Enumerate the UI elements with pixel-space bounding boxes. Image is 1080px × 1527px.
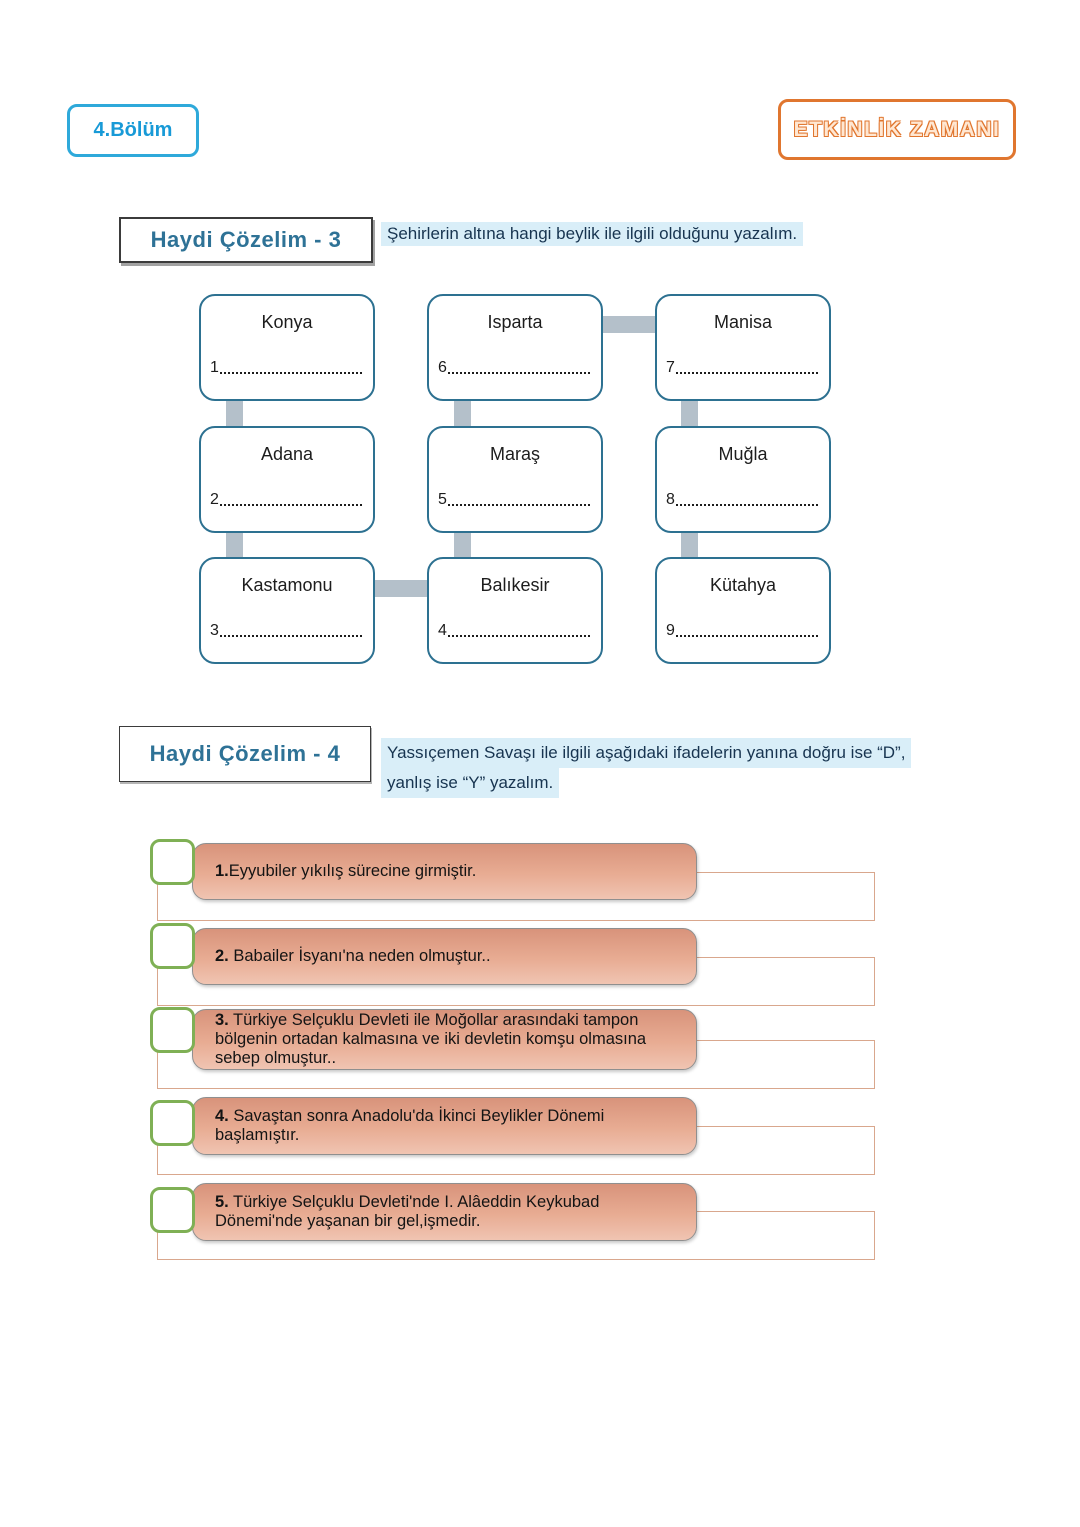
city-label: Muğla: [718, 444, 768, 464]
answer-blank-9[interactable]: 9: [666, 622, 818, 640]
statement-checkbox-3[interactable]: [150, 1007, 195, 1053]
activity3-instruction: Şehirlerin altına hangi beylik ile ilgil…: [381, 222, 804, 246]
city-label: Balıkesir: [480, 575, 550, 595]
statement-box-5: 5. Türkiye Selçuklu Devleti'nde I. Alâed…: [192, 1183, 697, 1241]
city-box-isparta: Isparta 6: [427, 294, 603, 401]
city-box-maras: Maraş 5: [427, 426, 603, 533]
connector-vertical: [454, 392, 471, 432]
dotted-line: [447, 372, 590, 374]
dotted-line: [219, 504, 362, 506]
dotted-line: [219, 372, 362, 374]
connector-vertical: [681, 392, 698, 432]
city-box-kutahya: Kütahya 9: [655, 557, 831, 664]
dotted-line: [447, 635, 590, 637]
statement-text: Eyyubiler yıkılış sürecine girmiştir.: [228, 862, 477, 880]
dotted-line: [675, 504, 818, 506]
city-box-balikesir: Balıkesir 4: [427, 557, 603, 664]
statement-text: Babailer İsyanı'na neden olmuştur..: [228, 947, 491, 965]
answer-blank-4[interactable]: 4: [438, 622, 590, 640]
activity4-instruction: Yassıçemen Savaşı ile ilgili aşağıdaki i…: [381, 738, 926, 798]
activity3-title-box: Haydi Çözelim - 3: [119, 217, 373, 263]
statement-text: Türkiye Selçuklu Devleti ile Moğollar ar…: [215, 1011, 647, 1067]
city-label: Maraş: [489, 444, 540, 464]
answer-blank-8[interactable]: 8: [666, 491, 818, 509]
city-box-manisa: Manisa 7: [655, 294, 831, 401]
dotted-line: [219, 635, 362, 637]
answer-blank-1[interactable]: 1: [210, 359, 362, 377]
statement-box-3: 3. Türkiye Selçuklu Devleti ile Moğollar…: [192, 1009, 697, 1070]
city-box-konya: Konya 1: [199, 294, 375, 401]
answer-blank-2[interactable]: 2: [210, 491, 362, 509]
city-label: Adana: [260, 444, 314, 464]
city-label: Manisa: [713, 312, 773, 332]
city-label: Konya: [261, 312, 313, 332]
activity-time-badge: ETKİNLİK ZAMANI: [778, 99, 1016, 160]
statement-checkbox-4[interactable]: [150, 1100, 195, 1146]
statement-box-2: 2. Babailer İsyanı'na neden olmuştur..: [192, 928, 697, 985]
answer-blank-7[interactable]: 7: [666, 359, 818, 377]
connector-horizontal: [367, 580, 431, 597]
dotted-line: [447, 504, 590, 506]
section-badge: 4.Bölüm: [67, 104, 199, 157]
dotted-line: [675, 372, 818, 374]
city-label: Isparta: [487, 312, 543, 332]
answer-blank-5[interactable]: 5: [438, 491, 590, 509]
city-label: Kastamonu: [241, 575, 333, 595]
connector-horizontal: [595, 316, 659, 333]
city-label: Kütahya: [709, 575, 777, 595]
city-box-mugla: Muğla 8: [655, 426, 831, 533]
statement-box-4: 4. Savaştan sonra Anadolu'da İkinci Beyl…: [192, 1097, 697, 1155]
statement-text: Savaştan sonra Anadolu'da İkinci Beylikl…: [215, 1107, 605, 1144]
city-box-kastamonu: Kastamonu 3: [199, 557, 375, 664]
statement-checkbox-5[interactable]: [150, 1187, 195, 1233]
statement-checkbox-1[interactable]: [150, 839, 195, 885]
dotted-line: [675, 635, 818, 637]
connector-vertical: [226, 523, 243, 563]
connector-vertical: [226, 392, 243, 432]
connector-vertical: [681, 523, 698, 563]
answer-blank-6[interactable]: 6: [438, 359, 590, 377]
activity4-title-box: Haydi Çözelim - 4: [119, 726, 371, 782]
statement-box-1: 1.Eyyubiler yıkılış sürecine girmiştir.: [192, 843, 697, 900]
statement-text: Türkiye Selçuklu Devleti'nde I. Alâeddin…: [215, 1193, 600, 1230]
city-box-adana: Adana 2: [199, 426, 375, 533]
statement-checkbox-2[interactable]: [150, 923, 195, 969]
answer-blank-3[interactable]: 3: [210, 622, 362, 640]
connector-vertical: [454, 523, 471, 563]
